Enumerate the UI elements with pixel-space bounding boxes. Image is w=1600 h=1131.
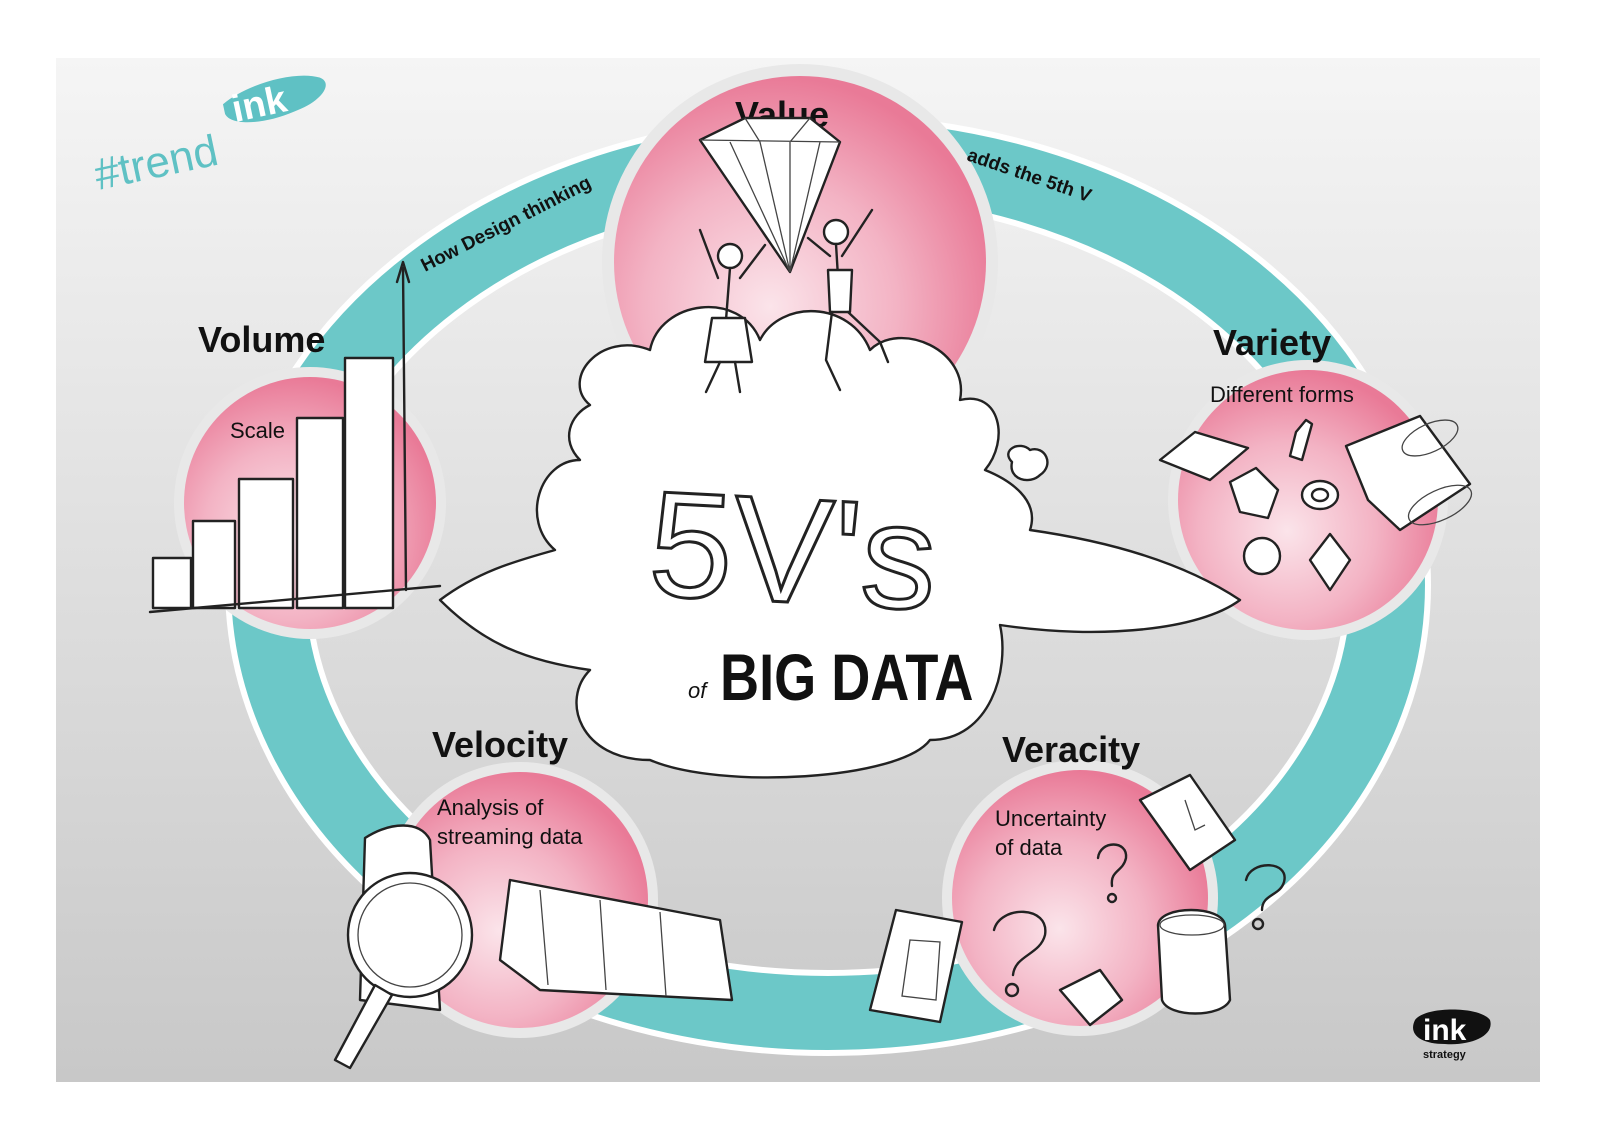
velocity-film-strip-sketch [333,824,734,1070]
velocity-sub-line1: Analysis of [437,795,544,820]
value-diamond-sketch [698,116,842,274]
small-cloud [1007,444,1049,482]
velocity-title: Velocity [432,724,568,765]
big-data-label: BIG DATA [720,640,973,714]
volume-title: Volume [198,319,325,360]
volume-bar-chart-sketch [148,260,442,614]
ink-strategy-logo: ink strategy [1413,1009,1491,1061]
veracity-title: Veracity [1002,729,1140,770]
of-label: of [688,678,709,703]
five-vs-heading: 5V's [645,459,941,642]
logo-word: ink [1423,1014,1467,1047]
variety-shapes-sketch [1158,414,1473,592]
variety-sub: Different forms [1210,382,1354,407]
velocity-sub-line2: streaming data [437,824,583,849]
veracity-sketches [868,773,1286,1027]
volume-sub: Scale [230,418,285,443]
variety-title: Variety [1213,322,1331,363]
veracity-sub-line1: Uncertainty [995,806,1106,831]
central-cloud [438,306,1242,779]
logo-sub: strategy [1423,1049,1467,1061]
celebrating-people-sketch [698,208,890,394]
ink-splash [222,75,326,123]
veracity-circle [942,760,1218,1036]
veracity-sub-line2: of data [995,835,1063,860]
